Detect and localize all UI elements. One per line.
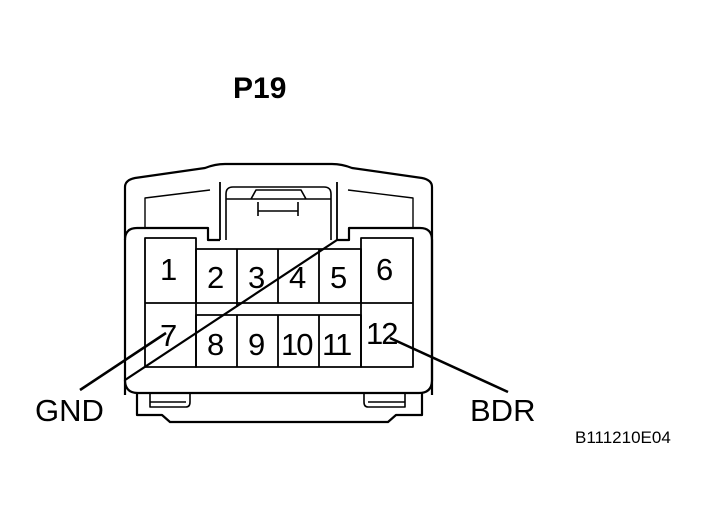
connector-lower-plate (135, 393, 424, 424)
gnd-label: GND (35, 393, 104, 428)
lock-tab-right (363, 393, 406, 408)
connector-id-title: P19 (233, 72, 287, 105)
pin-7: 7 (160, 318, 178, 353)
connector-outer-shell (123, 162, 434, 395)
pin-1: 1 (160, 252, 178, 287)
pin-9: 9 (248, 327, 266, 362)
latch-tab (226, 189, 331, 216)
lock-tab-left (149, 393, 191, 408)
pin-12: 12 (366, 316, 399, 351)
pin-11: 11 (322, 327, 352, 362)
bdr-label: BDR (470, 393, 536, 428)
pin-grid (144, 237, 414, 368)
latch-frame (219, 182, 338, 240)
pin-2: 2 (207, 260, 225, 295)
bdr-leader-line (389, 336, 509, 394)
pin-6: 6 (376, 252, 394, 287)
pin-8: 8 (207, 327, 225, 362)
connector-body (123, 226, 434, 395)
pin-4: 4 (289, 260, 307, 295)
gnd-leader-line (79, 331, 167, 392)
pin-5: 5 (330, 260, 348, 295)
figure-code: B111210E04 (575, 428, 671, 447)
pin-10: 10 (281, 327, 314, 362)
pin-3: 3 (248, 260, 266, 295)
